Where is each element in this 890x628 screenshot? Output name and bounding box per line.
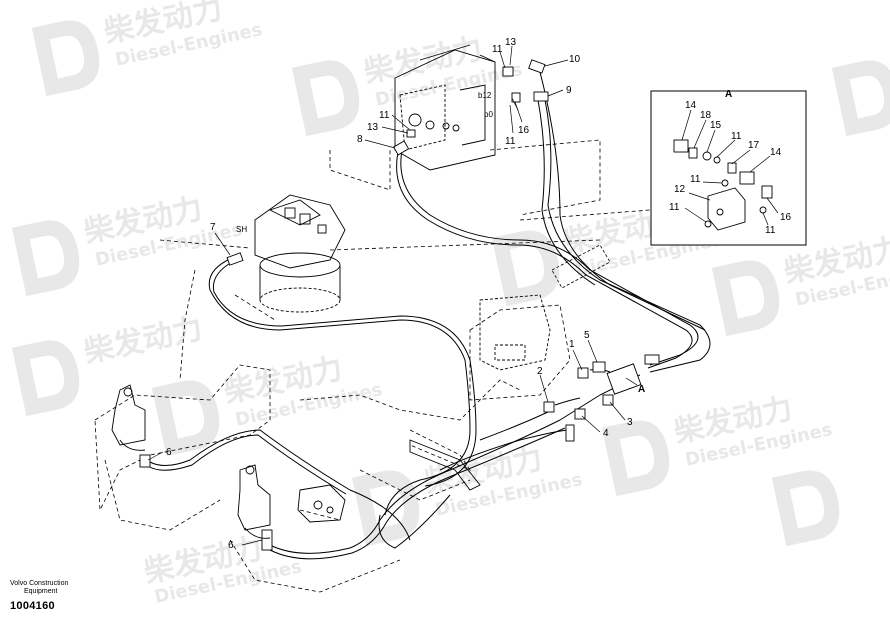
detail-callout-11c: 11 bbox=[669, 202, 680, 213]
watermark-logo-icon bbox=[11, 340, 80, 417]
fitting-right bbox=[644, 354, 660, 365]
detail-callout-18: 18 bbox=[700, 110, 712, 121]
detail-callouts: 14 18 15 11 17 14 11 12 11 16 11 bbox=[669, 100, 792, 236]
fitting-10 bbox=[528, 59, 546, 74]
fitting-4 bbox=[574, 408, 586, 420]
port-label-sh: SH bbox=[236, 225, 247, 234]
callout-3: 3 bbox=[627, 417, 633, 428]
detail-callout-11d: 11 bbox=[765, 225, 776, 236]
callout-11a: 11 bbox=[379, 110, 390, 121]
joystick-left bbox=[111, 384, 146, 451]
fitting-6b bbox=[261, 529, 273, 551]
callout-6b: 6 bbox=[228, 540, 234, 551]
watermark-logo-icon bbox=[831, 60, 890, 137]
detail-callout-16: 16 bbox=[780, 212, 792, 223]
hose-lines bbox=[147, 71, 711, 560]
fitting-lower bbox=[565, 424, 575, 442]
part-number: 1004160 bbox=[10, 600, 55, 612]
watermark-logo-icon bbox=[11, 220, 80, 297]
watermark-logo-icon bbox=[491, 230, 560, 307]
port-label-p0: p0 bbox=[484, 110, 493, 119]
detail-port-icon bbox=[716, 208, 724, 216]
detail-fitting-16 bbox=[761, 185, 773, 199]
detail-callout-14a: 14 bbox=[685, 100, 697, 111]
watermark-logo-icon bbox=[601, 420, 670, 497]
callout-4: 4 bbox=[603, 428, 609, 439]
detail-oring-11b bbox=[721, 179, 729, 187]
watermark-logo-icon bbox=[31, 20, 100, 97]
detail-callout-17: 17 bbox=[748, 140, 760, 151]
detail-nut-17 bbox=[727, 162, 737, 174]
watermark-logo-icon bbox=[771, 470, 840, 547]
detail-parts bbox=[673, 139, 773, 231]
detail-box-label: A bbox=[725, 89, 732, 100]
callout-11c: 11 bbox=[505, 136, 516, 147]
detail-oring-11d bbox=[759, 206, 767, 214]
footer-company-line1: Volvo Construction bbox=[10, 580, 69, 587]
fitting-9 bbox=[533, 91, 549, 102]
callout-16: 16 bbox=[518, 125, 530, 136]
joystick-right bbox=[237, 464, 271, 539]
callout-labels: 7 SH 8 13 11 11 13 10 9 b12 p0 16 11 6 6… bbox=[166, 37, 645, 551]
mount-bracket bbox=[409, 439, 481, 491]
fitting-6a bbox=[139, 454, 151, 468]
detail-oring-15 bbox=[702, 151, 712, 161]
detail-callout-15: 15 bbox=[710, 120, 722, 131]
watermark-layer: 柴发动力 Diesel-Engines 柴发动力 Diesel-Engines … bbox=[11, 0, 890, 608]
phantom-structure bbox=[94, 139, 651, 593]
detail-oring-11c bbox=[704, 220, 712, 228]
callout-7: 7 bbox=[210, 222, 216, 233]
control-valve-right bbox=[479, 294, 551, 371]
small-valve bbox=[297, 484, 346, 523]
detail-ring-18 bbox=[688, 147, 698, 159]
port-label-b12: b12 bbox=[478, 91, 492, 100]
fitting-1 bbox=[577, 367, 589, 379]
fitting-16 bbox=[511, 92, 521, 103]
fitting-3 bbox=[602, 394, 614, 406]
fitting-13a bbox=[406, 129, 416, 138]
callout-9: 9 bbox=[566, 85, 572, 96]
callout-13a: 13 bbox=[367, 122, 379, 133]
pilot-valve-block bbox=[254, 194, 346, 313]
watermark-brand-cn: 柴发动力 bbox=[81, 311, 206, 370]
detail-callout-12: 12 bbox=[674, 184, 686, 195]
valve-block-A bbox=[606, 363, 642, 395]
watermark-logo-icon bbox=[291, 60, 360, 137]
fitting-7 bbox=[226, 252, 244, 266]
leader-lines bbox=[147, 45, 638, 546]
footer-company-line2: Equipment bbox=[24, 588, 58, 595]
detail-fitting-14a bbox=[673, 139, 689, 153]
watermark-logo-icon bbox=[351, 470, 420, 547]
fitting-13b bbox=[502, 66, 514, 77]
hose-clamp bbox=[551, 244, 611, 289]
fittings bbox=[139, 59, 660, 551]
callout-6a: 6 bbox=[166, 447, 172, 458]
callout-13b: 13 bbox=[505, 37, 517, 48]
callout-10: 10 bbox=[569, 54, 581, 65]
fitting-2 bbox=[543, 401, 555, 413]
detail-callout-11b: 11 bbox=[690, 174, 701, 185]
detail-block-12 bbox=[707, 187, 746, 231]
callout-2: 2 bbox=[537, 366, 543, 377]
detail-callout-14b: 14 bbox=[770, 147, 782, 158]
callout-1: 1 bbox=[569, 339, 575, 350]
detail-fitting-14b bbox=[739, 171, 755, 185]
callout-8: 8 bbox=[357, 134, 363, 145]
fitting-8 bbox=[393, 140, 410, 156]
callout-5: 5 bbox=[584, 330, 590, 341]
detail-callout-11a: 11 bbox=[731, 131, 742, 142]
footer-caption: Volvo Construction Equipment 1004160 bbox=[10, 580, 68, 612]
detail-oring-11a bbox=[713, 156, 721, 164]
detail-leaders bbox=[681, 109, 779, 226]
detail-box-a: A 14 bbox=[650, 89, 807, 246]
callout-11b: 11 bbox=[492, 44, 503, 55]
fitting-5 bbox=[592, 361, 606, 373]
watermark-logo-icon bbox=[711, 260, 780, 337]
callout-A: A bbox=[638, 384, 645, 395]
